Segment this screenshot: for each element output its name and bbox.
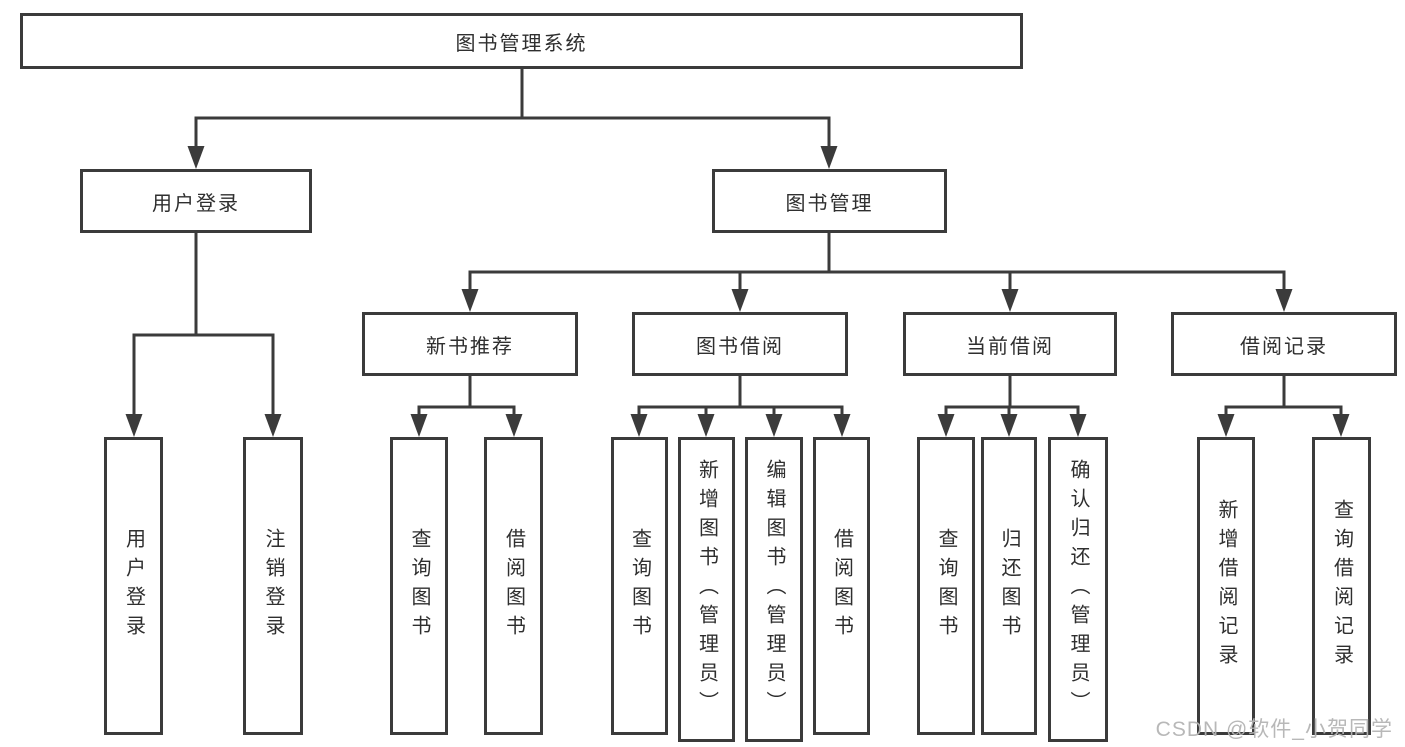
arrow-down-icon	[1332, 414, 1350, 437]
node-user-login: 用户登录	[80, 169, 312, 233]
arrow-down-icon	[697, 414, 715, 437]
node-borrow-records-label: 借阅记录	[1240, 335, 1328, 358]
arrow-down-icon	[461, 289, 479, 312]
arrow-down-icon	[765, 414, 783, 437]
leaf-return-book: 归还图书	[981, 437, 1037, 735]
leaf-logout-label: 注销登录	[262, 528, 284, 644]
node-borrow-records: 借阅记录	[1171, 312, 1397, 376]
leaf-confirm-return-admin-label: 确认归还（管理员）	[1067, 459, 1089, 720]
arrow-down-icon	[410, 414, 428, 437]
node-current-borrowing-label: 当前借阅	[966, 335, 1054, 358]
node-book-management-label: 图书管理	[785, 192, 874, 215]
leaf-query-books-current: 查询图书	[917, 437, 975, 735]
arrow-down-icon	[1069, 414, 1087, 437]
leaf-add-book-admin: 新增图书（管理员）	[678, 437, 735, 742]
leaf-edit-book-admin-label: 编辑图书（管理员）	[763, 459, 785, 720]
leaf-query-books-current-label: 查询图书	[935, 528, 957, 644]
watermark: CSDN @软件_小贺同学	[1155, 718, 1393, 741]
arrow-down-icon	[1275, 289, 1293, 312]
arrow-down-icon	[820, 146, 838, 169]
arrow-down-icon	[505, 414, 523, 437]
leaf-query-books-borrowing: 查询图书	[611, 437, 668, 735]
leaf-user-login: 用户登录	[104, 437, 163, 735]
arrow-down-icon	[125, 414, 143, 437]
leaf-query-borrow-record: 查询借阅记录	[1312, 437, 1371, 735]
arrow-down-icon	[937, 414, 955, 437]
arrow-down-icon	[264, 414, 282, 437]
leaf-query-books-newbooks: 查询图书	[390, 437, 448, 735]
arrow-down-icon	[187, 146, 205, 169]
node-root-label: 图书管理系统	[455, 32, 588, 55]
arrow-down-icon	[1000, 414, 1018, 437]
leaf-confirm-return-admin: 确认归还（管理员）	[1048, 437, 1108, 742]
leaf-borrow-book: 借阅图书	[813, 437, 870, 735]
arrow-down-icon	[1217, 414, 1235, 437]
leaf-query-books-newbooks-label: 查询图书	[408, 528, 430, 644]
node-current-borrowing: 当前借阅	[903, 312, 1117, 376]
arrow-down-icon	[833, 414, 851, 437]
node-user-login-label: 用户登录	[152, 192, 240, 215]
node-root: 图书管理系统	[20, 13, 1023, 69]
node-book-management: 图书管理	[712, 169, 947, 233]
leaf-add-borrow-record: 新增借阅记录	[1197, 437, 1255, 735]
leaf-edit-book-admin: 编辑图书（管理员）	[745, 437, 803, 742]
leaf-return-book-label: 归还图书	[998, 528, 1020, 644]
leaf-add-borrow-record-label: 新增借阅记录	[1215, 499, 1237, 673]
node-new-books-label: 新书推荐	[426, 335, 514, 358]
leaf-query-borrow-record-label: 查询借阅记录	[1330, 499, 1353, 673]
leaf-logout: 注销登录	[243, 437, 303, 735]
leaf-borrow-book-label: 借阅图书	[830, 528, 853, 644]
node-book-borrowing-label: 图书借阅	[696, 335, 784, 358]
node-new-books: 新书推荐	[362, 312, 578, 376]
leaf-user-login-label: 用户登录	[122, 528, 145, 644]
leaf-borrow-books-newbooks: 借阅图书	[484, 437, 543, 735]
leaf-borrow-books-newbooks-label: 借阅图书	[502, 528, 525, 644]
node-book-borrowing: 图书借阅	[632, 312, 848, 376]
leaf-query-books-borrowing-label: 查询图书	[628, 528, 651, 644]
leaf-add-book-admin-label: 新增图书（管理员）	[695, 459, 718, 720]
arrow-down-icon	[630, 414, 648, 437]
arrow-down-icon	[1001, 289, 1019, 312]
arrow-down-icon	[731, 289, 749, 312]
